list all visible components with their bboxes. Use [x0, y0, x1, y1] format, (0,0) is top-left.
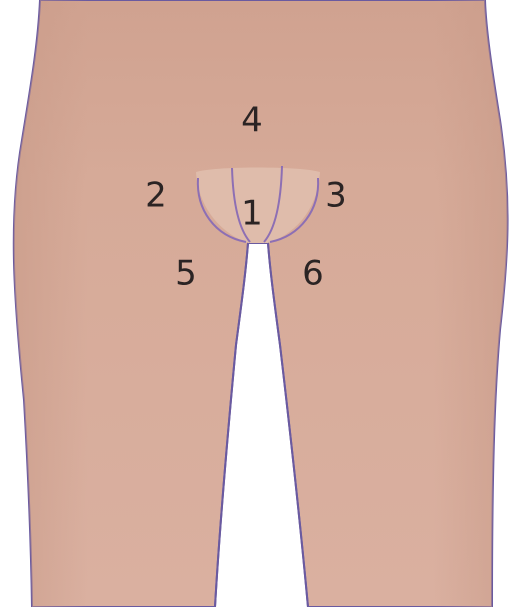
zone-label-5: 5 — [175, 254, 197, 294]
body-shading — [14, 0, 508, 607]
zone-label-1: 1 — [241, 194, 263, 234]
zone-label-2: 2 — [145, 176, 167, 216]
zone-label-4: 4 — [241, 101, 263, 141]
zone-label-6: 6 — [302, 254, 324, 294]
zone-label-3: 3 — [325, 176, 347, 216]
